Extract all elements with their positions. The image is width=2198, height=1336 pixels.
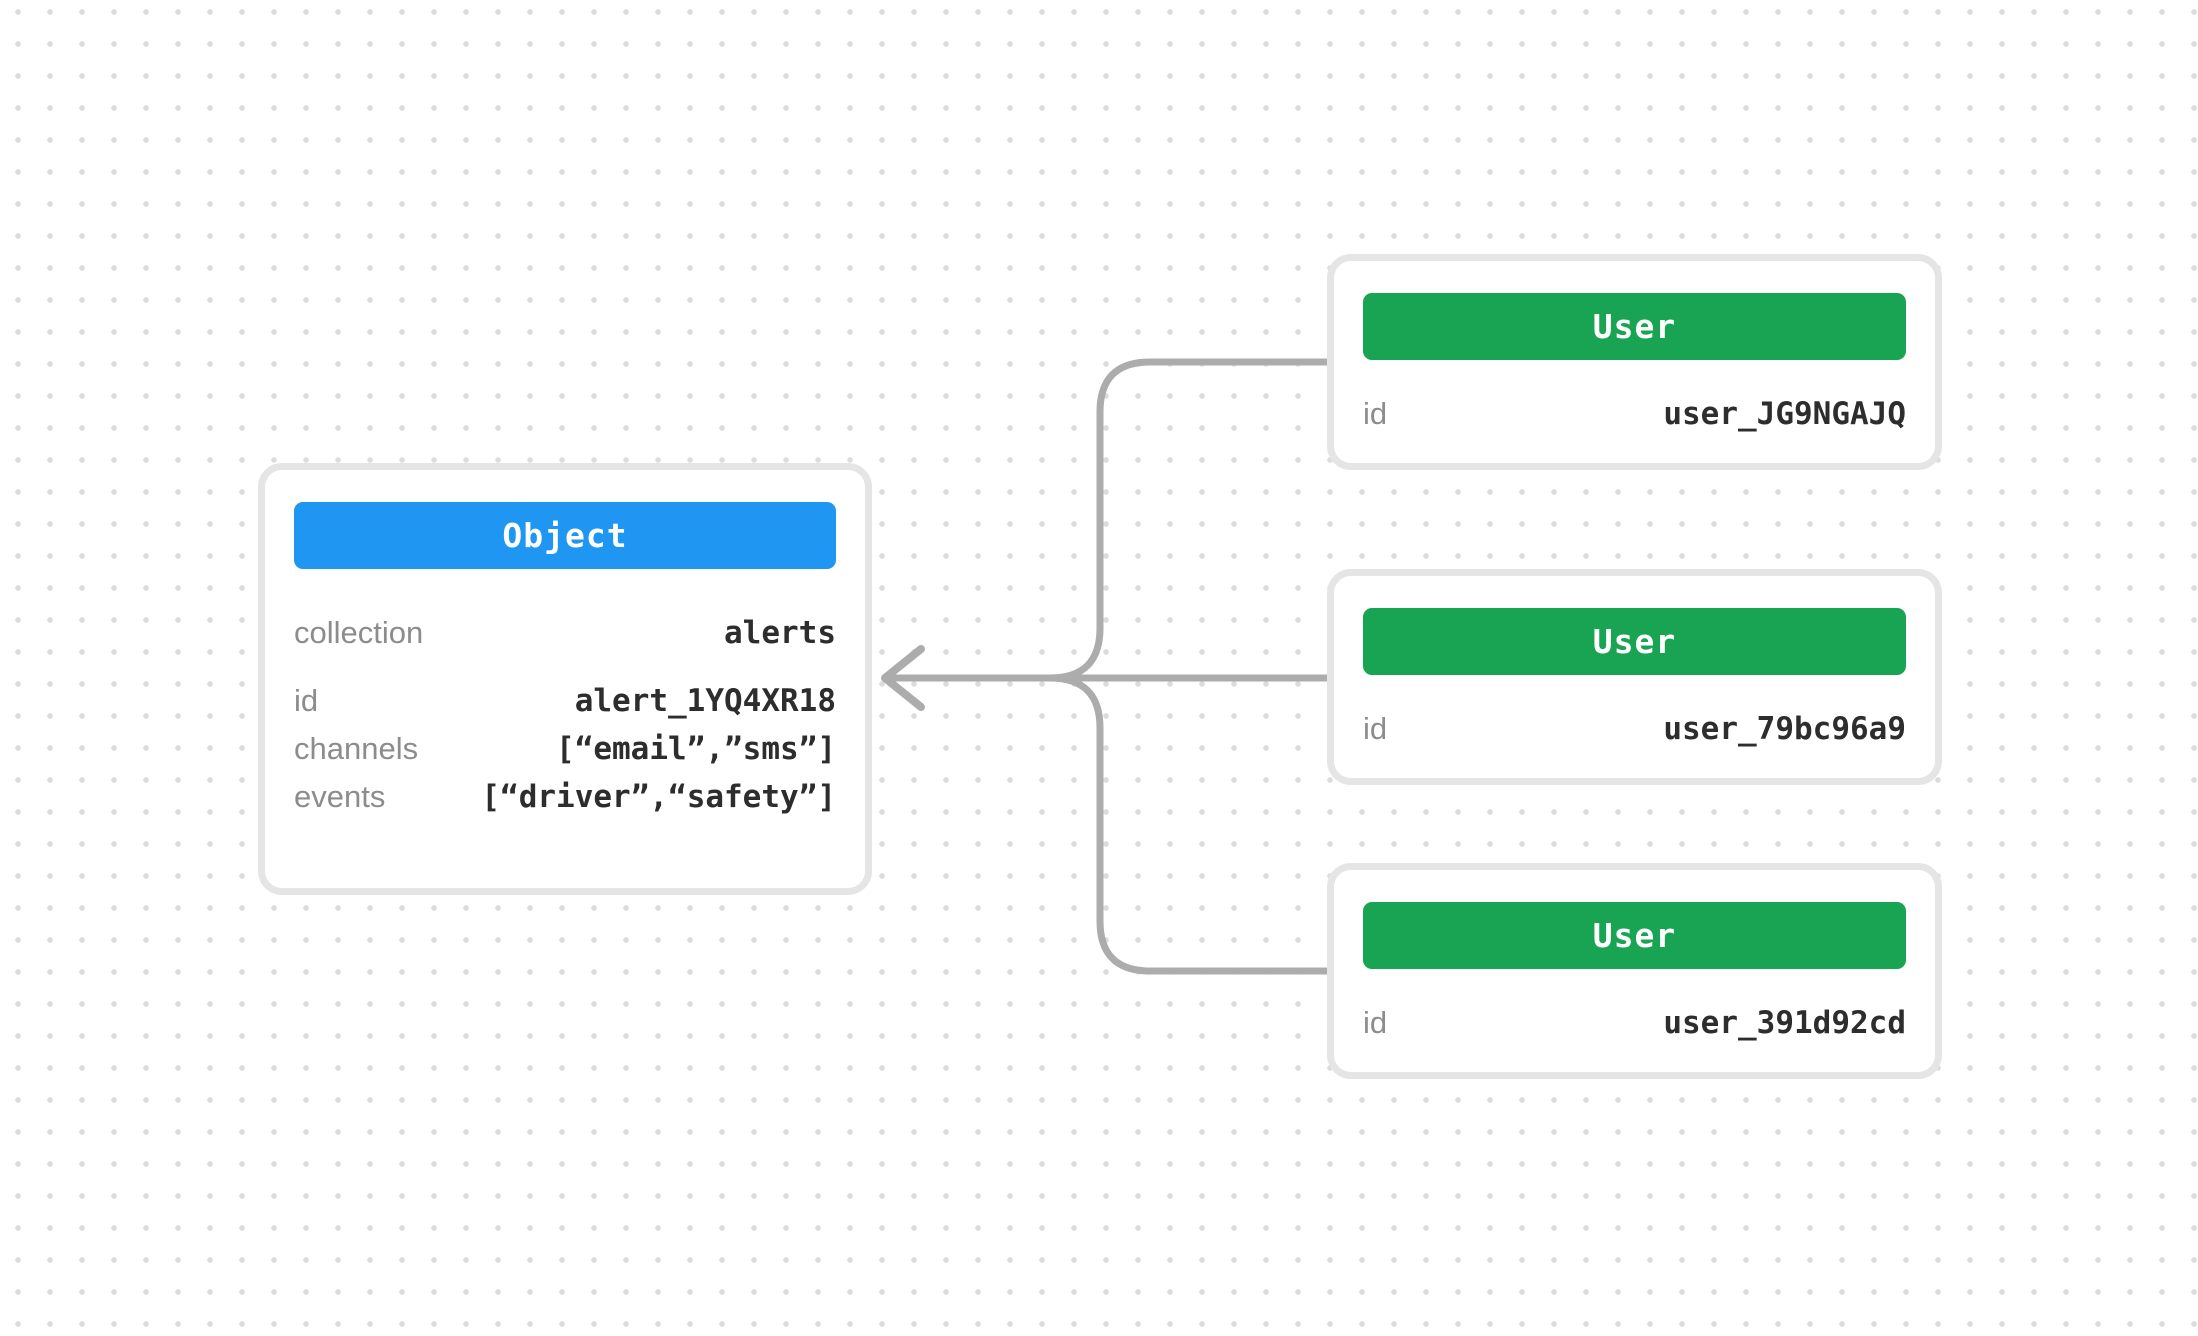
field-value: user_391d92cd xyxy=(1663,1005,1906,1041)
field-row-id: id alert_1YQ4XR18 xyxy=(294,677,836,725)
field-value: [“email”,”sms”] xyxy=(556,731,836,767)
field-row-id: id user_79bc96a9 xyxy=(1363,705,1906,753)
user-node-1[interactable]: User id user_JG9NGAJQ xyxy=(1327,254,1942,470)
field-label: id xyxy=(1363,711,1388,746)
field-row-id: id user_391d92cd xyxy=(1363,999,1906,1047)
field-value: user_79bc96a9 xyxy=(1663,711,1906,747)
field-label: collection xyxy=(294,615,424,650)
field-row-channels: channels [“email”,”sms”] xyxy=(294,725,836,773)
field-value: alerts xyxy=(724,615,836,651)
field-label: channels xyxy=(294,731,419,766)
user-node-2[interactable]: User id user_79bc96a9 xyxy=(1327,569,1942,785)
user-node-3[interactable]: User id user_391d92cd xyxy=(1327,863,1942,1079)
field-row-events: events [“driver”,“safety”] xyxy=(294,773,836,821)
arrowhead-icon xyxy=(881,645,925,711)
user-node-header: User xyxy=(1363,902,1906,969)
connector-bottom-branch xyxy=(1049,674,1327,975)
field-label: id xyxy=(1363,396,1388,431)
field-label: id xyxy=(294,683,319,718)
field-value: alert_1YQ4XR18 xyxy=(574,683,836,719)
field-label: id xyxy=(1363,1005,1388,1040)
user-node-header: User xyxy=(1363,608,1906,675)
field-label: events xyxy=(294,779,386,814)
user-node-header: User xyxy=(1363,293,1906,360)
connector-top-branch xyxy=(1049,358,1327,682)
field-value: user_JG9NGAJQ xyxy=(1663,396,1906,432)
field-row-collection: collection alerts xyxy=(294,609,836,657)
object-node-header: Object xyxy=(294,502,836,569)
object-node[interactable]: Object collection alerts id alert_1YQ4XR… xyxy=(258,463,872,895)
field-value: [“driver”,“safety”] xyxy=(481,779,836,815)
field-row-id: id user_JG9NGAJQ xyxy=(1363,390,1906,438)
